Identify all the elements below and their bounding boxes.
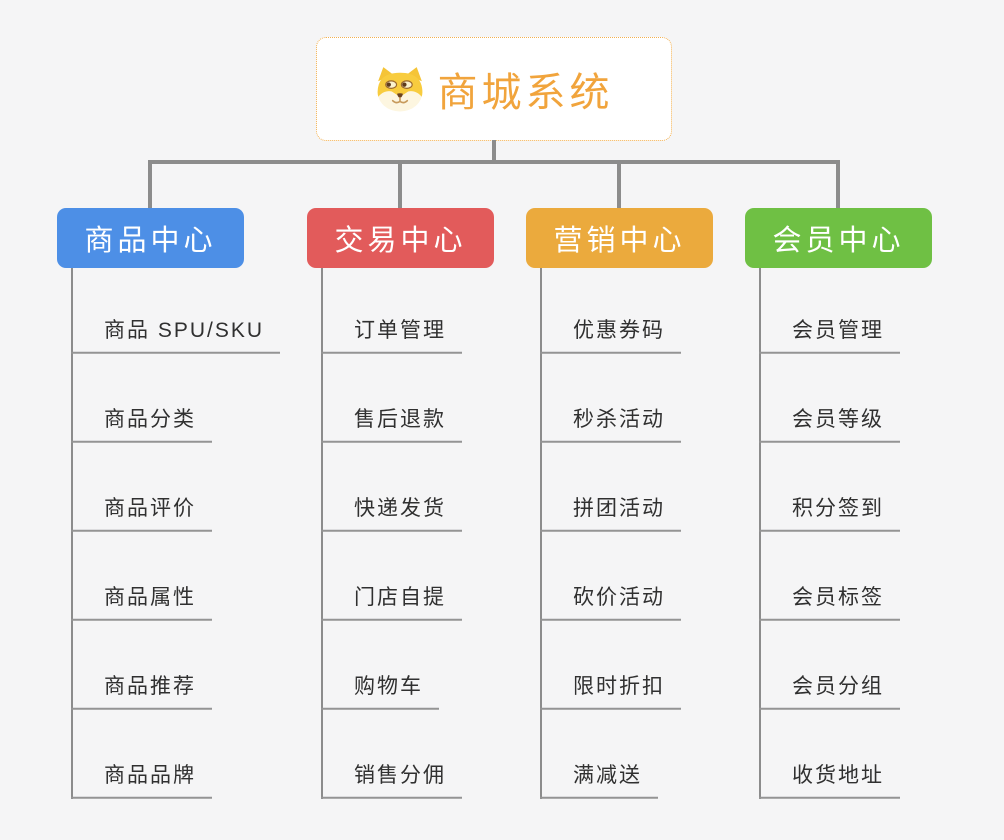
- branch-trunk: [321, 268, 323, 799]
- branch-column-marketing-center: 营销中心 优惠券码 秒杀活动 拼团活动 砍价活动 限时折扣 满减送: [526, 208, 713, 808]
- leaf-node[interactable]: 商品 SPU/SKU: [71, 318, 281, 354]
- leaf-node[interactable]: 限时折扣: [540, 674, 681, 710]
- leaf-node[interactable]: 商品属性: [71, 585, 212, 621]
- branch-column-member-center: 会员中心 会员管理 会员等级 积分签到 会员标签 会员分组 收货地址: [745, 208, 932, 808]
- branch-node-member-center[interactable]: 会员中心: [745, 208, 932, 268]
- branch-label: 会员中心: [772, 225, 905, 257]
- branch-node-product-center[interactable]: 商品中心: [57, 208, 244, 268]
- branch-node-marketing-center[interactable]: 营销中心: [526, 208, 713, 268]
- leaf-node[interactable]: 拼团活动: [540, 496, 681, 532]
- branch-label: 交易中心: [334, 225, 467, 257]
- leaf-node[interactable]: 会员等级: [759, 407, 900, 443]
- branch-trunk: [540, 268, 542, 799]
- leaf-node[interactable]: 会员管理: [759, 318, 900, 354]
- leaf-node[interactable]: 售后退款: [321, 407, 462, 443]
- leaf-node[interactable]: 商品分类: [71, 407, 212, 443]
- leaf-node[interactable]: 商品推荐: [71, 674, 212, 710]
- leaf-node[interactable]: 积分签到: [759, 496, 900, 532]
- leaf-node[interactable]: 销售分佣: [321, 763, 462, 799]
- leaf-node[interactable]: 商品评价: [71, 496, 212, 532]
- leaf-node[interactable]: 优惠券码: [540, 318, 681, 354]
- branch-column-trade-center: 交易中心 订单管理 售后退款 快递发货 门店自提 购物车 销售分佣: [307, 208, 494, 808]
- branch-node-trade-center[interactable]: 交易中心: [307, 208, 494, 268]
- leaf-node[interactable]: 订单管理: [321, 318, 462, 354]
- leaf-node[interactable]: 快递发货: [321, 496, 462, 532]
- root-node[interactable]: 商城系统: [316, 37, 672, 141]
- branch-label: 营销中心: [553, 225, 686, 257]
- root-title: 商城系统: [437, 71, 614, 115]
- leaf-node[interactable]: 收货地址: [759, 763, 900, 799]
- branch-trunk: [71, 268, 73, 799]
- leaf-node[interactable]: 会员标签: [759, 585, 900, 621]
- leaf-node[interactable]: 会员分组: [759, 674, 900, 710]
- branch-label: 商品中心: [84, 225, 217, 257]
- connector-drop-4: [836, 163, 840, 209]
- branch-trunk: [759, 268, 761, 799]
- leaf-node[interactable]: 秒杀活动: [540, 407, 681, 443]
- connector-horizontal-bus: [148, 160, 840, 164]
- connector-drop-2: [398, 163, 402, 209]
- leaf-node[interactable]: 砍价活动: [540, 585, 681, 621]
- leaf-node[interactable]: 商品品牌: [71, 763, 212, 799]
- leaf-node[interactable]: 购物车: [321, 674, 439, 710]
- connector-drop-3: [617, 163, 621, 209]
- connector-root-vertical: [492, 140, 496, 161]
- leaf-node[interactable]: 满减送: [540, 763, 658, 799]
- leaf-node[interactable]: 门店自提: [321, 585, 462, 621]
- shiba-dog-icon: [377, 67, 422, 112]
- branch-column-product-center: 商品中心 商品 SPU/SKU 商品分类 商品评价 商品属性 商品推荐 商品品牌: [57, 208, 281, 808]
- connector-drop-1: [148, 163, 152, 209]
